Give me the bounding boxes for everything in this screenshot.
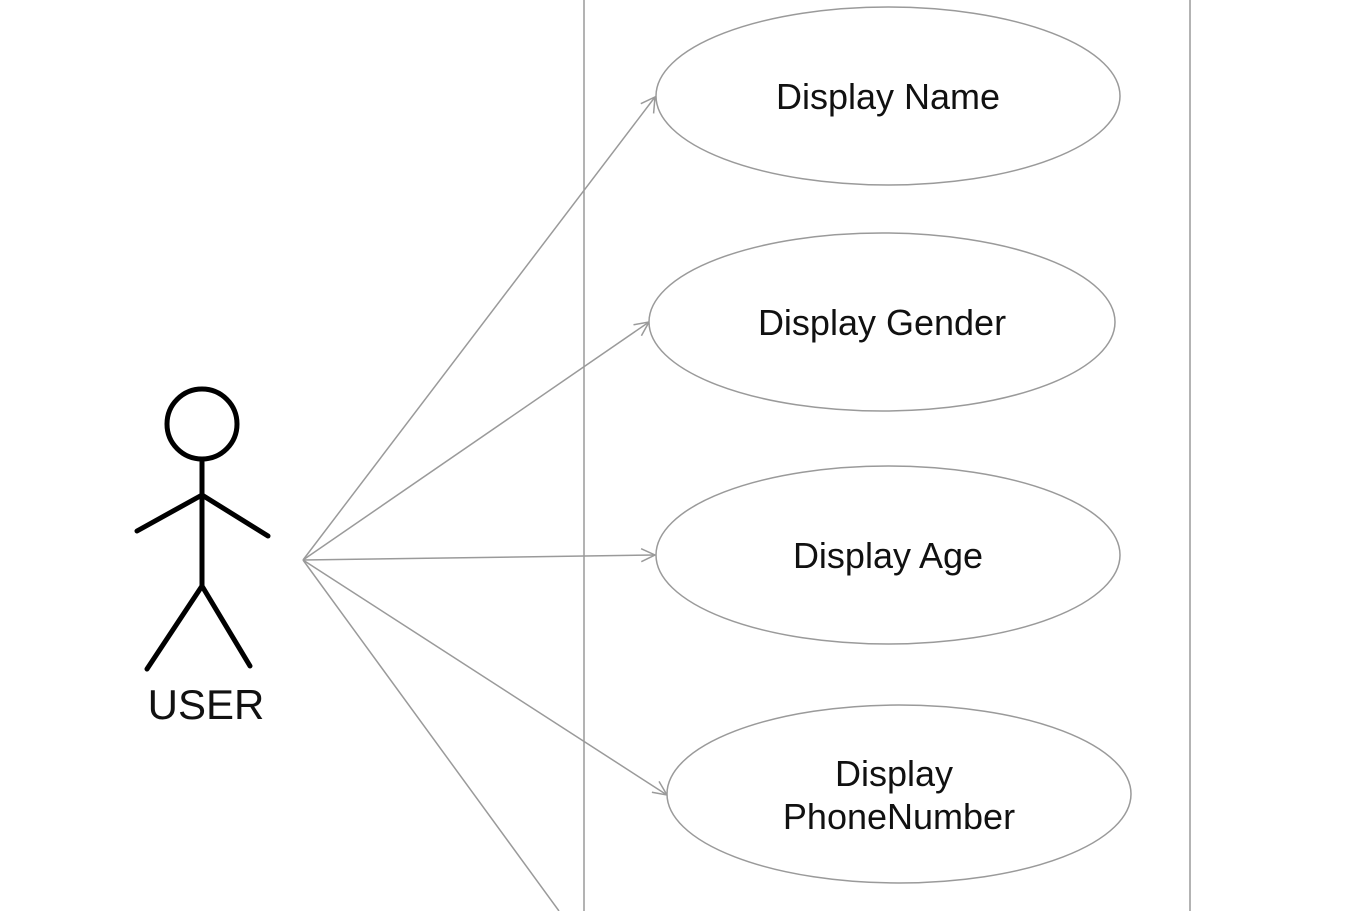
- use-case-ellipse: [648, 232, 1116, 412]
- use-case-display-phonenumber[interactable]: Display PhoneNumber: [666, 704, 1132, 884]
- use-case-ellipse: [655, 465, 1121, 645]
- actor-left-arm: [134, 492, 205, 534]
- arrowhead-display-age: [640, 548, 657, 563]
- actor-right-leg: [199, 583, 253, 669]
- actor-right-arm: [199, 492, 271, 539]
- use-case-label-line-2: PhoneNumber: [783, 796, 1015, 837]
- use-case-label: Display Age: [793, 535, 983, 576]
- actor-head: [164, 386, 240, 462]
- use-case-display-age[interactable]: Display Age: [655, 465, 1121, 645]
- actor-left-leg: [144, 583, 205, 672]
- actor-user[interactable]: [134, 386, 271, 672]
- association-user-display-name[interactable]: [302, 96, 656, 561]
- associations: [302, 95, 669, 911]
- use-case-label: Display Name: [776, 76, 1000, 117]
- use-case-display-gender[interactable]: Display Gender: [648, 232, 1116, 412]
- use-case-ellipse: [666, 704, 1132, 884]
- arrowhead-display-name: [640, 95, 656, 114]
- association-user-display-phonenumber[interactable]: [302, 559, 668, 796]
- use-case-display-name[interactable]: Display Name: [655, 6, 1121, 186]
- use-case-label: Display Gender: [758, 302, 1006, 343]
- association-user-display-age[interactable]: [302, 554, 656, 561]
- actor-label: USER: [148, 681, 265, 728]
- association-user-display-gender[interactable]: [302, 321, 650, 561]
- use-case-ellipse: [655, 6, 1121, 186]
- association-user-offscreen[interactable]: [302, 559, 560, 911]
- use-case-label-line-1: Display: [835, 753, 953, 794]
